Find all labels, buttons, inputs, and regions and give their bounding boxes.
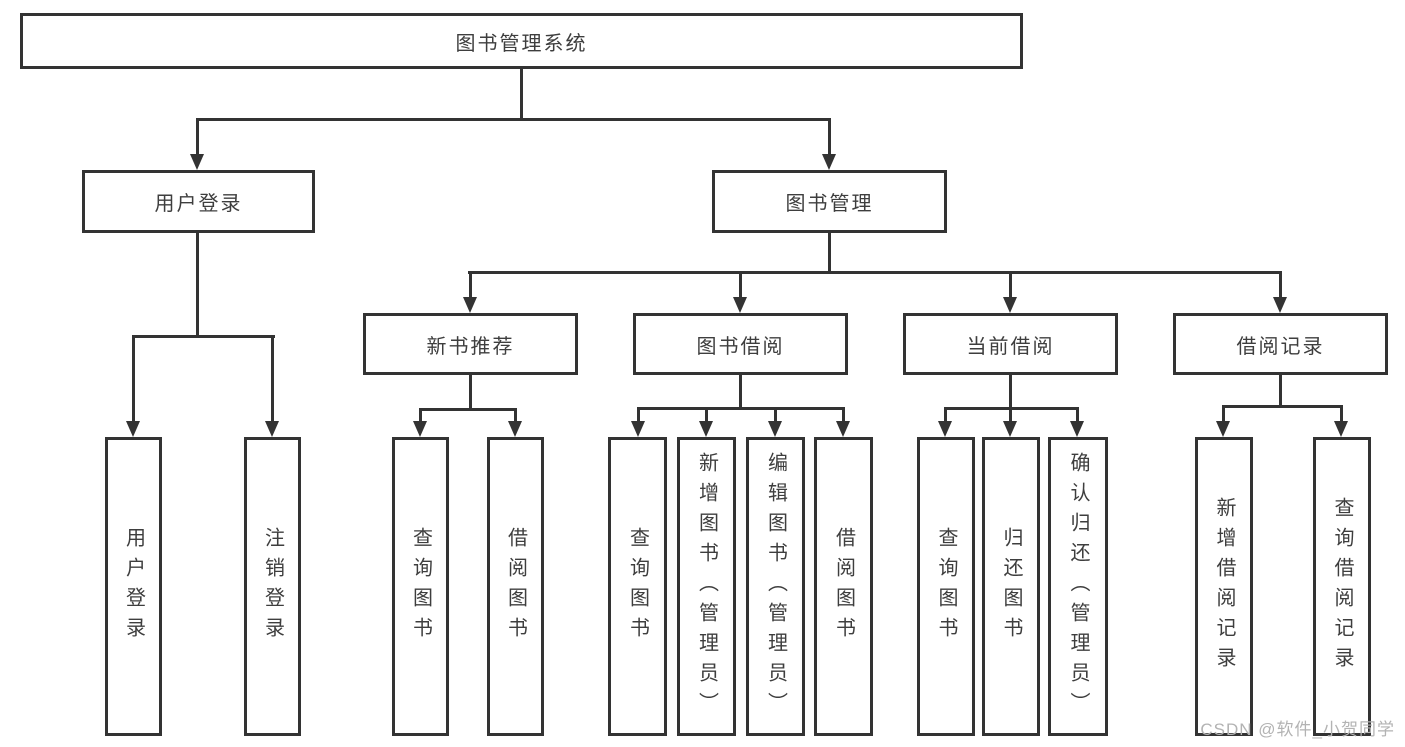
connector-line [828, 118, 831, 156]
connector-line [469, 375, 472, 408]
leaf-borrow-book: 借阅图书 [814, 437, 873, 736]
leaf-query-borrow-record-label: 查询借阅记录 [1331, 496, 1353, 677]
node-borrow-records: 借阅记录 [1173, 313, 1388, 375]
connector-line [468, 271, 1282, 274]
arrow-down-icon [1334, 421, 1348, 437]
connector-line [514, 408, 517, 422]
connector-line [637, 407, 844, 410]
arrow-down-icon [1003, 297, 1017, 313]
connector-line [1076, 407, 1079, 422]
connector-line [271, 335, 274, 423]
connector-line [739, 271, 742, 299]
connector-line [196, 118, 199, 156]
leaf-current-query-book-label: 查询图书 [935, 526, 957, 647]
node-current-borrow: 当前借阅 [903, 313, 1118, 375]
arrow-down-icon [413, 421, 427, 437]
connector-line [419, 408, 517, 411]
node-root: 图书管理系统 [20, 13, 1023, 69]
watermark: CSDN @软件_小贺同学 [1200, 720, 1395, 739]
connector-line [739, 375, 742, 407]
arrow-down-icon [1003, 421, 1017, 437]
arrow-down-icon [699, 421, 713, 437]
connector-line [1279, 271, 1282, 299]
leaf-current-query-book: 查询图书 [917, 437, 975, 736]
arrow-down-icon [1273, 297, 1287, 313]
leaf-recommend-query-book-label: 查询图书 [409, 526, 432, 647]
connector-line [132, 335, 135, 423]
connector-line [132, 335, 275, 338]
connector-line [944, 407, 947, 422]
node-new-book-recommend: 新书推荐 [363, 313, 578, 375]
node-book-management: 图书管理 [712, 170, 947, 233]
connector-line [1222, 405, 1342, 408]
leaf-recommend-borrow-book: 借阅图书 [487, 437, 544, 736]
arrow-down-icon [631, 421, 645, 437]
connector-line [1222, 405, 1225, 422]
leaf-borrow-query-book: 查询图书 [608, 437, 667, 736]
node-root-label: 图书管理系统 [455, 32, 588, 55]
arrow-down-icon [733, 297, 747, 313]
arrow-down-icon [836, 421, 850, 437]
leaf-return-book: 归还图书 [982, 437, 1040, 736]
leaf-return-book-label: 归还图书 [1000, 526, 1022, 647]
leaf-add-book-admin: 新增图书（管理员） [677, 437, 736, 736]
leaf-confirm-return-admin-label: 确认归还（管理员） [1067, 451, 1089, 722]
arrow-down-icon [822, 154, 836, 170]
arrow-down-icon [190, 154, 204, 170]
arrow-down-icon [126, 421, 140, 437]
connector-line [637, 407, 640, 422]
arrow-down-icon [265, 421, 279, 437]
leaf-edit-book-admin-label: 编辑图书（管理员） [764, 451, 787, 722]
leaf-logout-label: 注销登录 [261, 526, 284, 647]
connector-line [196, 233, 199, 335]
node-book-management-label: 图书管理 [785, 193, 874, 215]
node-user-login: 用户登录 [82, 170, 315, 233]
node-borrow-records-label: 借阅记录 [1236, 335, 1325, 358]
node-book-borrow: 图书借阅 [633, 313, 848, 375]
connector-line [1009, 271, 1012, 299]
leaf-recommend-borrow-book-label: 借阅图书 [504, 526, 527, 647]
connector-line [774, 407, 777, 422]
arrow-down-icon [508, 421, 522, 437]
leaf-edit-book-admin: 编辑图书（管理员） [746, 437, 805, 736]
node-current-borrow-label: 当前借阅 [966, 335, 1055, 358]
arrow-down-icon [463, 297, 477, 313]
leaf-query-borrow-record: 查询借阅记录 [1313, 437, 1371, 736]
node-user-login-label: 用户登录 [154, 193, 243, 215]
connector-line [1009, 375, 1012, 407]
connector-line [1279, 375, 1282, 405]
connector-line [705, 407, 708, 422]
connector-line [1009, 407, 1012, 422]
arrow-down-icon [1216, 421, 1230, 437]
connector-line [469, 271, 472, 299]
node-book-borrow-label: 图书借阅 [696, 335, 785, 358]
leaf-confirm-return-admin: 确认归还（管理员） [1048, 437, 1108, 736]
connector-line [520, 69, 523, 118]
leaf-add-book-admin-label: 新增图书（管理员） [695, 451, 718, 722]
leaf-add-borrow-record-label: 新增借阅记录 [1213, 496, 1235, 677]
arrow-down-icon [768, 421, 782, 437]
arrow-down-icon [938, 421, 952, 437]
leaf-user-login-label: 用户登录 [122, 526, 145, 647]
connector-line [419, 408, 422, 422]
arrow-down-icon [1070, 421, 1084, 437]
connector-line [828, 233, 831, 271]
connector-line [842, 407, 845, 422]
leaf-borrow-query-book-label: 查询图书 [626, 526, 649, 647]
leaf-user-login: 用户登录 [105, 437, 162, 736]
leaf-logout: 注销登录 [244, 437, 301, 736]
leaf-add-borrow-record: 新增借阅记录 [1195, 437, 1253, 736]
connector-line [1340, 405, 1343, 422]
node-new-book-recommend-label: 新书推荐 [426, 335, 515, 358]
leaf-recommend-query-book: 查询图书 [392, 437, 449, 736]
connector-line [196, 118, 831, 121]
leaf-borrow-book-label: 借阅图书 [832, 526, 855, 647]
